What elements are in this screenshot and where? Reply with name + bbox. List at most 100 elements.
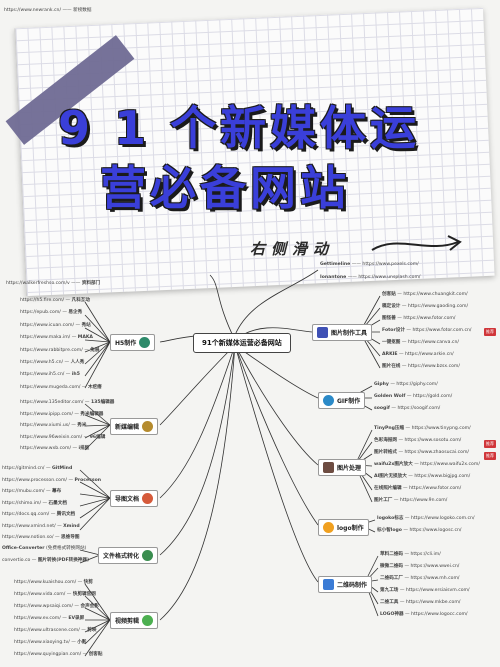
page-title-line2: 营必备网站 [100,161,350,215]
list-item[interactable]: https://www.rabbitpre.com/ — 兔展 [20,347,100,353]
list-item[interactable]: 第九工场 — https://www.ersiaisvm.com/ [380,588,470,593]
list-item[interactable]: https://www.maka.im/ — MAKA [20,335,93,341]
list-item[interactable]: https://www.icuan.com/ — 秀站 [20,322,91,328]
list-item[interactable]: https://www.mugeda.com/ — 木疙瘩 [20,384,102,390]
image-proc-list: TinyPng压缩 — https://www.tinypng.com/ 色彩海… [374,426,480,510]
list-item[interactable]: 在线照片编辑 — https://www.fotor.com/ [374,486,462,491]
list-item[interactable]: 标小智logo — https://www.logosc.cn/ [377,528,462,533]
right-top-item-2[interactable]: Ionantone —— https://www.unsplash.com/ [320,275,421,280]
list-item[interactable]: https://www.96weixin.com/ — 96编辑 [20,434,106,440]
list-item[interactable]: https://www.processon.com/ — Processon [2,477,102,483]
page-title-line1: 9 1 个新媒体运 [58,101,421,155]
list-item[interactable]: https://www.ev.com/ — EV录屏 [14,616,85,621]
list-item[interactable]: https://www.ih5.cn/ — ih5 [20,372,80,378]
list-item[interactable]: TinyPng压缩 — https://www.tinypng.com/ [374,426,471,431]
list-item[interactable]: Fotor设计 — https://www.fotor.com.cn/ [382,328,472,333]
list-item[interactable]: ARKIE — https://www.arkie.cn/ [382,352,454,357]
hourglass-icon [323,462,334,473]
qrcode-list: 草料二维码 — https://cli.im/ 微微二维码 — https://… [380,552,470,624]
list-item[interactable]: https://docs.qq.com/ — 腾讯文档 [2,512,76,517]
arrow-right-icon [371,235,462,251]
list-item[interactable]: soogif — https://soogif.com/ [374,406,441,411]
list-item[interactable]: LOGO神器 — https://www.logocc.com/ [380,612,468,617]
list-item[interactable]: Giphy — https://giphy.com/ [374,382,438,387]
list-item[interactable]: 二维工具 — https://www.mkbe.com/ [380,600,461,605]
list-item[interactable]: 微微二维码 — https://www.wwei.cn/ [380,564,460,569]
h5-list: https://h5.fire.com/ — 凡科互动 https://epub… [20,298,102,397]
top-left-url-list: https://www.newrank.cn/ —— 新榜数据 [4,8,91,14]
list-item[interactable]: 稿定设计 — https://www.gaoding.com/ [382,304,469,309]
list-item[interactable]: https://h5.fire.com/ — 凡科互动 [20,298,90,303]
list-item[interactable]: 图片工厂 — https://www.9n.com/ [374,498,448,503]
category-label: logo制作 [337,525,364,532]
video-list: https://www.kuaishou.com/ — 快剪 https://w… [14,580,102,664]
category-gif[interactable]: GIF制作 [318,392,366,409]
list-item[interactable]: https://www.newrank.cn/ —— 新榜数据 [4,8,92,13]
list-item[interactable]: https://shimo.im/ — 石墨文档 [2,500,67,506]
category-label: GIF制作 [337,398,361,405]
center-node[interactable]: 91个新媒体运营必备网站 [193,333,291,353]
category-logo[interactable]: logo制作 [318,519,369,536]
list-item[interactable]: 二维码工厂 — https://www.mh.com/ [380,576,460,581]
recommend-badge: 推荐 [484,452,496,460]
list-item[interactable]: https://www.kuaishou.com/ — 快剪 [14,580,93,585]
palette-icon [323,522,334,533]
list-item[interactable]: AI图片无损放大 — https://www.bigjpg.com/ [374,474,471,479]
list-item[interactable]: https://gitmind.cn/ — GitMind [2,466,73,471]
document-icon [142,493,154,504]
category-h5[interactable]: H5制作 [110,334,156,351]
list-item[interactable]: https://www.vida.com/ — 快剪辑官网 [14,592,96,597]
category-label: H5制作 [115,340,137,347]
list-item[interactable]: Office-Converter (免费格式转换网站) [2,546,87,551]
list-item[interactable]: logoko标志 — https://www.logoko.com.cn/ [377,516,475,521]
category-label: 导图文档 [115,496,140,503]
right-top-item-1[interactable]: Gettimeline —— https://www.pexels.com/ [320,262,419,267]
category-label: 新媒编辑 [115,424,140,431]
convert-icon [142,550,154,561]
category-docs[interactable]: 导图文档 [110,490,159,507]
list-item[interactable]: 图片在线 — https://www.bzsx.com/ [382,364,460,369]
list-item[interactable]: https://mubu.com/ — 幕布 [2,489,62,494]
list-item[interactable]: https://www.ultrascene.com/ — 剪映 [14,628,97,633]
list-item[interactable]: https://walkerfreshso.com/v —— 资料部门 [6,281,101,286]
convert-list: Office-Converter (免费格式转换网站) convertio.co… [2,546,89,570]
list-item[interactable]: 图片转格式 — https://www.zhaosucai.com/ [374,450,469,455]
category-video[interactable]: 视频剪辑 [110,612,159,629]
list-item[interactable]: 创客贴 — https://www.chuangkit.com/ [382,292,468,297]
list-item[interactable]: convertio.co — 图片转换(PDF转换神器) [2,558,90,563]
image-tools-list: 创客贴 — https://www.chuangkit.com/ 稿定设计 — … [382,292,471,376]
video-icon [142,615,154,626]
list-item[interactable]: https://www.wxb.com/ — i排版 [20,446,90,451]
gif-list: Giphy — https://giphy.com/ Golden Wolf —… [374,382,452,418]
list-item[interactable]: https://www.xiaoying.tv/ — 小影 [14,640,87,645]
category-image-processing[interactable]: 图片处理 [318,459,367,476]
category-label: 图片处理 [337,465,362,472]
edit-icon [142,421,154,432]
category-label: 视频剪辑 [115,618,140,625]
list-item[interactable]: https://www.wpsaiqi.com/ — 会声会影 [14,604,99,609]
list-item[interactable]: 色彩海报网 — https://www.sosotu.com/ [374,438,462,443]
list-item[interactable]: https://www.135editor.com/ — 135编辑器 [20,400,115,405]
category-label: 二维码制作 [337,582,368,589]
list-item[interactable]: https://www.quyingpian.com/ — 创客贴 [14,652,103,657]
swipe-hint: 右侧滑动 [250,240,335,258]
list-item[interactable]: waifu2x图片放大 — https://www.waifu2x.com/ [374,462,480,467]
list-item[interactable]: https://www.xmind.net/ — Xmind [2,523,80,529]
list-item[interactable]: 图怪兽 — https://www.fotor.com/ [382,316,456,321]
list-item[interactable]: https://www.h5.cn/ — 人人秀 [20,359,85,365]
toolbox-icon [317,327,328,338]
category-convert[interactable]: 文件格式转化 [98,547,159,564]
list-item[interactable]: 草料二维码 — https://cli.im/ [380,552,441,557]
editor-list: https://www.135editor.com/ — 135编辑器 http… [20,400,114,458]
list-item[interactable]: https://www.ipipp.com/ — 秀米编辑器 [20,411,104,417]
list-item[interactable]: 一键抠图 — https://www.canva.cn/ [382,340,459,345]
list-item[interactable]: https://www.notion.so/ — 思维导图 [2,535,80,540]
category-qrcode[interactable]: 二维码制作 [318,576,373,593]
category-editor[interactable]: 新媒编辑 [110,418,159,435]
list-item[interactable]: https://www.xiumi.us/ — 秀米 [20,423,87,428]
category-image-tools[interactable]: 图片制作工具 [312,324,373,341]
dna-icon [323,395,334,406]
list-item[interactable]: https://epub.com/ — 易企秀 [20,310,83,316]
list-item[interactable]: Golden Wolf — https://gold.com/ [374,394,453,399]
logo-list: logoko标志 — https://www.logoko.com.cn/ 标小… [377,516,475,540]
